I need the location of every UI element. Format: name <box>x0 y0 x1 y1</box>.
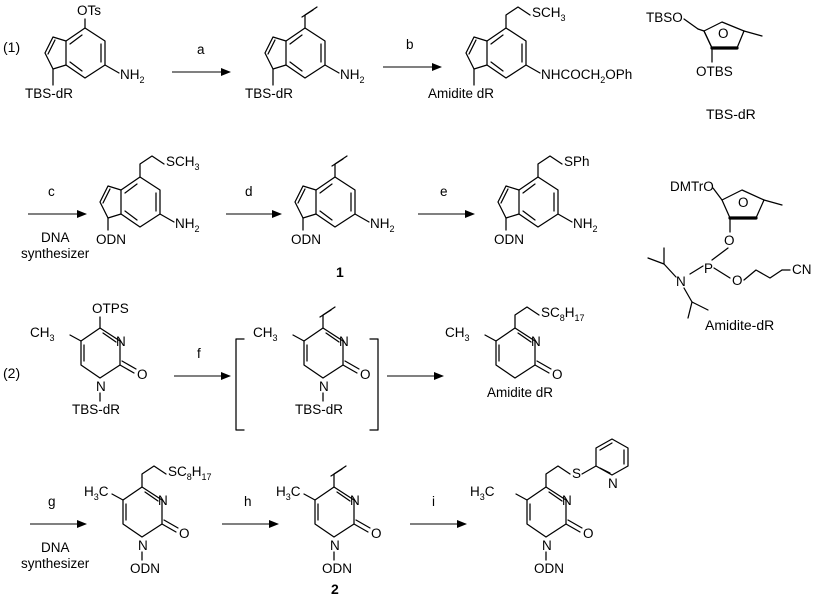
svg-text:TBS-dR: TBS-dR <box>72 402 120 417</box>
svg-text:SCH3: SCH3 <box>532 5 566 23</box>
svg-text:TBS-dR: TBS-dR <box>245 86 293 101</box>
svg-text:SPh: SPh <box>564 154 590 169</box>
svg-text:NH2: NH2 <box>370 216 395 234</box>
arrow-d-label: d <box>245 184 253 199</box>
svg-text:O: O <box>718 26 729 41</box>
route-1-label: (1) <box>3 39 20 55</box>
svg-text:NH2: NH2 <box>120 67 145 85</box>
synth-c-line1: DNA <box>41 230 70 245</box>
svg-text:ODN: ODN <box>322 561 352 576</box>
route-2-label: (2) <box>3 365 20 381</box>
svg-text:O: O <box>583 526 594 541</box>
arrow-b-label: b <box>406 37 414 52</box>
svg-text:TBS-dR: TBS-dR <box>25 86 73 101</box>
svg-text:O: O <box>724 233 735 248</box>
svg-text:ODN: ODN <box>96 232 126 247</box>
svg-text:O: O <box>738 195 749 210</box>
svg-text:OTPS: OTPS <box>92 301 129 316</box>
compound-2-number: 2 <box>331 581 339 597</box>
svg-text:N: N <box>676 274 686 289</box>
svg-text:O: O <box>137 367 148 382</box>
svg-text:Amidite dR: Amidite dR <box>487 385 553 400</box>
sugar-tbs-dr: TBSO O OTBS <box>646 10 763 79</box>
compound-otps-pyrimidinone: OTPS CH3 N N O TBS-dR <box>30 301 148 417</box>
compound-pyridylthio-odn: S N H3C N N O ODN <box>470 438 629 576</box>
svg-text:N: N <box>116 334 126 349</box>
svg-text:ODN: ODN <box>291 232 321 247</box>
svg-text:Amidite dR: Amidite dR <box>428 86 494 101</box>
compound-1-number: 1 <box>336 264 344 280</box>
svg-text:N: N <box>158 493 168 508</box>
svg-text:N: N <box>339 334 349 349</box>
svg-text:SCH3: SCH3 <box>166 154 200 172</box>
compound-sc8h17-amidite: SC8H17 CH3 N O Amidite dR <box>445 305 585 400</box>
svg-text:CH3: CH3 <box>30 325 55 343</box>
bracket-left <box>235 338 245 431</box>
svg-text:N: N <box>608 476 618 491</box>
compound-sch3-odn: SCH3 NH2 ODN <box>96 154 200 247</box>
svg-text:NHCOCH2OPh: NHCOCH2OPh <box>541 67 632 85</box>
svg-text:N: N <box>319 379 329 394</box>
compound-2: H3C N N O ODN <box>276 465 382 576</box>
svg-text:CH3: CH3 <box>253 325 278 343</box>
svg-text:N: N <box>330 538 340 553</box>
svg-text:SC8H17: SC8H17 <box>541 305 585 323</box>
arrow-f-label: f <box>197 346 201 361</box>
arrow-i-label: i <box>432 494 435 509</box>
arrow-g-label: g <box>48 494 56 509</box>
compound-vinyl-purine: NH2 TBS-dR <box>245 6 365 101</box>
svg-text:OTBS: OTBS <box>696 64 733 79</box>
svg-text:OTs: OTs <box>77 3 101 18</box>
arrow-e-label: e <box>440 184 448 199</box>
svg-text:SC8H17: SC8H17 <box>168 464 212 482</box>
svg-text:ODN: ODN <box>534 561 564 576</box>
svg-text:N: N <box>96 379 106 394</box>
sugar-amidite-dr: DMTrO O O P O CN N <box>647 179 812 319</box>
svg-text:CH3: CH3 <box>445 325 470 343</box>
svg-text:N: N <box>531 334 541 349</box>
svg-text:N: N <box>542 538 552 553</box>
synth-g-line2: synthesizer <box>21 556 90 571</box>
compound-1: NH2 ODN <box>291 155 395 247</box>
compound-sc8h17-odn: SC8H17 H3C N N O ODN <box>84 464 212 576</box>
svg-text:NH2: NH2 <box>573 216 598 234</box>
caption-tbs-dr: TBS-dR <box>706 106 756 122</box>
arrow-h-label: h <box>244 494 252 509</box>
synth-c-line2: synthesizer <box>21 246 90 261</box>
svg-text:H3C: H3C <box>470 484 495 502</box>
compound-vinyl-pyrimidinone: CH3 N N O TBS-dR <box>253 306 371 417</box>
svg-text:O: O <box>371 526 382 541</box>
svg-text:N: N <box>350 493 360 508</box>
svg-text:N: N <box>138 538 148 553</box>
svg-text:O: O <box>732 273 743 288</box>
svg-text:TBS-dR: TBS-dR <box>295 402 343 417</box>
compound-ots-purine: OTs NH2 TBS-dR <box>25 3 145 101</box>
svg-text:TBSO: TBSO <box>646 10 683 25</box>
svg-text:S: S <box>572 466 581 481</box>
svg-text:H3C: H3C <box>84 484 109 502</box>
synth-g-line1: DNA <box>41 540 70 555</box>
caption-amidite-dr: Amidite-dR <box>705 317 774 333</box>
svg-text:NH2: NH2 <box>340 67 365 85</box>
svg-text:H3C: H3C <box>276 484 301 502</box>
svg-text:N: N <box>562 493 572 508</box>
arrow-c-label: c <box>48 184 55 199</box>
bracket-right <box>369 338 379 431</box>
compound-sch3-amidite: SCH3 NHCOCH2OPh Amidite dR <box>428 5 632 101</box>
svg-text:P: P <box>704 261 713 276</box>
compound-sph-odn: SPh NH2 ODN <box>494 154 598 247</box>
svg-text:NH2: NH2 <box>175 216 200 234</box>
svg-text:O: O <box>360 367 371 382</box>
svg-text:DMTrO: DMTrO <box>670 179 714 194</box>
arrow-a-label: a <box>197 42 205 57</box>
svg-text:CN: CN <box>792 262 812 277</box>
svg-text:O: O <box>179 526 190 541</box>
svg-text:ODN: ODN <box>130 561 160 576</box>
svg-text:O: O <box>552 367 563 382</box>
svg-text:ODN: ODN <box>494 232 524 247</box>
